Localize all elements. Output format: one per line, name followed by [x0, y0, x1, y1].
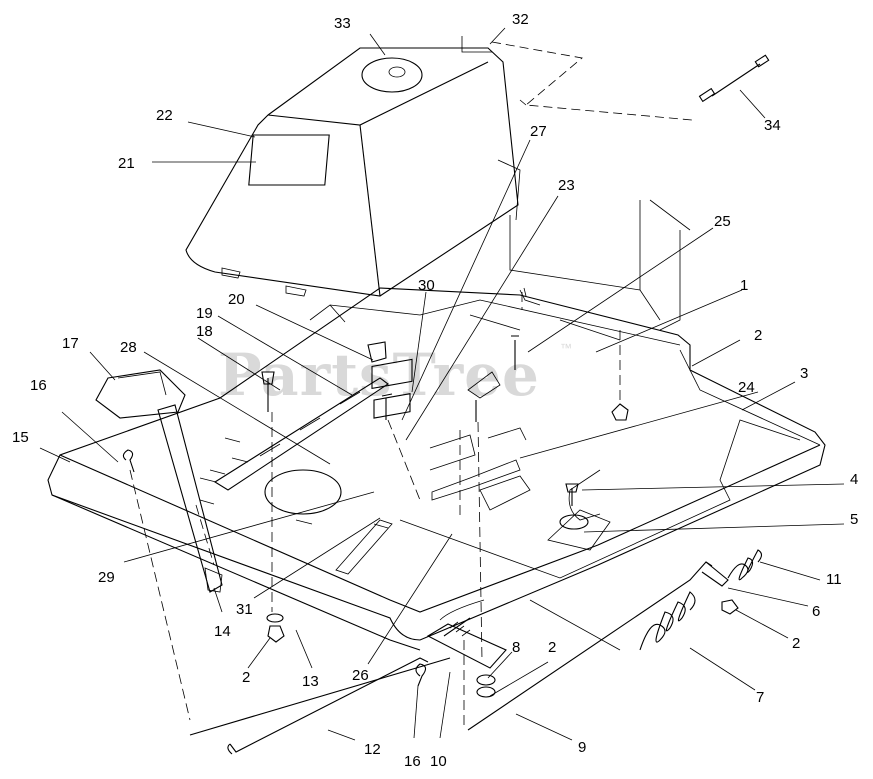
callout-7: 7: [756, 689, 764, 706]
callout-2-upper: 2: [754, 327, 762, 344]
callout-26: 26: [352, 667, 369, 684]
springs: [639, 549, 763, 651]
callout-2-middle: 2: [548, 639, 556, 656]
callout-29: 29: [98, 569, 115, 586]
callout-30: 30: [418, 277, 435, 294]
callout-15: 15: [12, 429, 29, 446]
callout-14: 14: [214, 623, 231, 640]
callout-33: 33: [334, 15, 351, 32]
pedal-plate: [426, 617, 507, 669]
fuel-tank: [185, 36, 519, 297]
callout-18: 18: [196, 323, 213, 340]
leader-lines: [39, 27, 845, 741]
callout-12: 12: [364, 741, 381, 758]
callout-2-right: 2: [792, 635, 800, 652]
callout-17: 17: [62, 335, 79, 352]
callout-25: 25: [714, 213, 731, 230]
callout-22: 22: [156, 107, 173, 124]
callout-24: 24: [738, 379, 755, 396]
panel-outline: [491, 41, 693, 121]
callout-6: 6: [812, 603, 820, 620]
callout-28: 28: [120, 339, 137, 356]
callout-27: 27: [530, 123, 547, 140]
callout-labels: 33 32 22 21 34 27 23 25 30 20 19 1 18 17…: [12, 11, 858, 770]
callout-32: 32: [512, 11, 529, 28]
seat-outline: [497, 159, 691, 331]
callout-13: 13: [302, 673, 319, 690]
callout-3: 3: [800, 365, 808, 382]
callout-23: 23: [558, 177, 575, 194]
callout-5: 5: [850, 511, 858, 528]
watermark: PartsTree ™: [218, 341, 572, 409]
callout-31: 31: [236, 601, 253, 618]
body-pan: [47, 287, 826, 651]
hair-pin-clips: [122, 449, 427, 687]
callout-11: 11: [826, 571, 842, 588]
wire-harness: [698, 54, 770, 103]
control-rods: [189, 561, 729, 755]
shift-lever: [95, 369, 223, 593]
switch-assembly: [213, 341, 501, 491]
alignment-lines: [129, 292, 621, 725]
callout-34: 34: [764, 117, 781, 134]
callout-16-upper: 16: [30, 377, 47, 394]
callout-10: 10: [430, 753, 447, 770]
callout-21: 21: [118, 155, 135, 172]
watermark-tm: ™: [560, 341, 572, 355]
callout-2-left: 2: [242, 669, 250, 686]
hardware: [261, 335, 739, 698]
callout-19: 19: [196, 305, 213, 322]
callout-16-lower: 16: [404, 753, 421, 770]
callout-8: 8: [512, 639, 520, 656]
callout-9: 9: [578, 739, 586, 756]
watermark-text: PartsTree: [218, 341, 540, 409]
callout-4: 4: [850, 471, 858, 488]
callout-1: 1: [740, 277, 748, 294]
callout-20: 20: [228, 291, 245, 308]
